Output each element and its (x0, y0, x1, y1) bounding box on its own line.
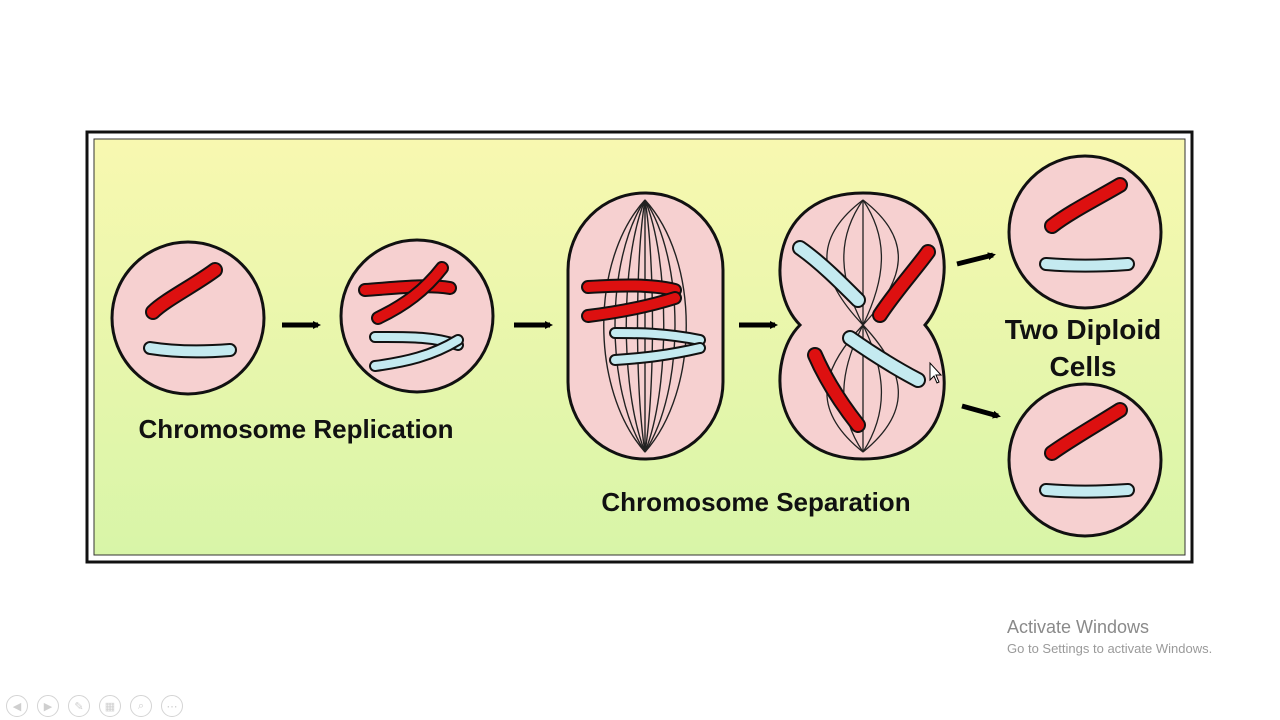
replicated-cell (339, 238, 495, 394)
anaphase-cell (778, 191, 946, 461)
parent-cell (110, 240, 266, 396)
label-replication: Chromosome Replication (139, 414, 454, 444)
daughter-cell-bottom (1007, 382, 1163, 538)
watermark-title: Activate Windows (1007, 617, 1150, 637)
label-separation: Chromosome Separation (601, 487, 910, 517)
next-slide-icon[interactable]: ▶ (37, 695, 59, 717)
label-result-line1: Two Diploid (1005, 314, 1162, 345)
more-options-icon[interactable]: ⋯ (161, 695, 183, 717)
arrow-5 (961, 403, 1001, 419)
prev-slide-icon[interactable]: ◀ (6, 695, 28, 717)
label-result-line2: Cells (1050, 351, 1117, 382)
watermark-subtitle: Go to Settings to activate Windows. (1007, 641, 1213, 656)
zoom-icon[interactable]: ⌕ (130, 695, 152, 717)
mouse-cursor-icon (929, 361, 943, 384)
arrow-4 (956, 252, 996, 267)
daughter-cell-top (1007, 154, 1163, 310)
metaphase-cell (566, 191, 725, 461)
pen-icon[interactable]: ✎ (68, 695, 90, 717)
slideshow-controls: ◀ ▶ ✎ ▦ ⌕ ⋯ (6, 695, 183, 717)
slides-grid-icon[interactable]: ▦ (99, 695, 121, 717)
